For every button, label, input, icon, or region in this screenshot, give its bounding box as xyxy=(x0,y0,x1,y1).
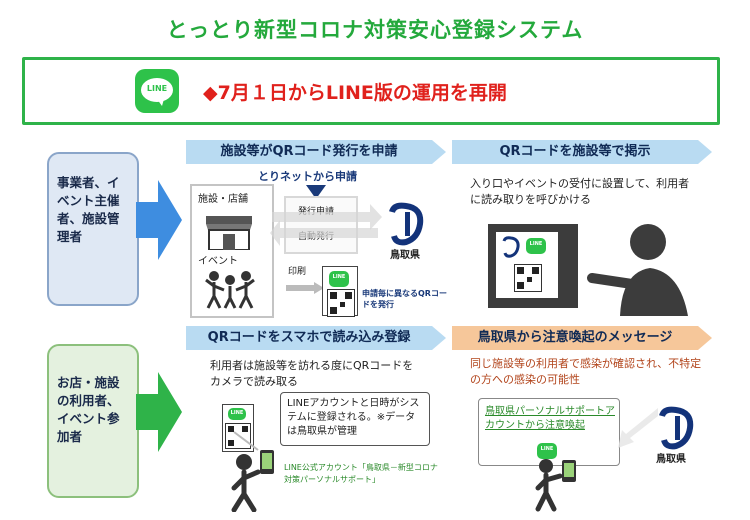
line-logo-text: LINE xyxy=(146,84,168,93)
role-box-user: お店・施設の利用者、イベント参加者 xyxy=(47,344,139,498)
tottori-net-label: とりネットから申請 xyxy=(258,170,357,183)
step1-header-arrow xyxy=(432,140,446,164)
store-icon xyxy=(206,216,252,250)
stand-board: LINE xyxy=(488,224,578,308)
user-with-phone-icon xyxy=(231,431,274,512)
role-box-business: 事業者、イベント主催者、施設管理者 xyxy=(47,152,139,306)
role-user-label: お店・施設の利用者、イベント参加者 xyxy=(57,375,120,444)
facility-label: 施設・店舗 xyxy=(198,194,248,205)
user-receiving-alert-icon xyxy=(535,459,576,512)
qr-code-icon xyxy=(327,289,355,317)
alert-bubble: 鳥取県パーソナルサポートアカウントから注意喚起 LINE xyxy=(478,398,620,466)
stand-pref-logo-icon xyxy=(502,236,520,258)
registration-bubble: LINEアカウントと日時がシステムに登録される。※データは鳥取県が管理 xyxy=(280,392,430,446)
step2-header-arrow xyxy=(698,140,712,164)
registration-bubble-text: LINEアカウントと日時がシステムに登録される。※データは鳥取県が管理 xyxy=(287,398,420,437)
flow-arrows-icon xyxy=(270,204,382,246)
print-label: 印刷 xyxy=(288,267,307,277)
event-people-icon xyxy=(205,271,255,309)
announcement-text: ◆7月１日からLINE版の運用を再開 xyxy=(203,82,507,104)
event-label: イベント xyxy=(198,256,238,267)
qr-note: 申請毎に異なるQRコードを発行 xyxy=(362,289,447,309)
step3-description: 利用者は施設等を訪れる度にQRコードをカメラで読み取る xyxy=(210,359,414,388)
step3-header: QRコードをスマホで読み込み登録 xyxy=(186,326,432,350)
step4-header: 鳥取県から注意喚起のメッセージ xyxy=(452,326,698,350)
mini-line-icon: LINE xyxy=(329,271,349,287)
down-arrow-icon xyxy=(306,185,326,199)
step3-header-arrow xyxy=(432,326,446,350)
step4-header-arrow xyxy=(698,326,712,350)
alert-bubble-text: 鳥取県パーソナルサポートアカウントから注意喚起 xyxy=(485,406,615,431)
arrow-right-blue-icon xyxy=(136,180,182,260)
page-title: とっとり新型コロナ対策安心登録システム xyxy=(166,18,584,42)
step2-description: 入り口やイベントの受付に設置して、利用者に読み取りを呼びかける xyxy=(470,177,690,206)
step2-header: QRコードを施設等で掲示 xyxy=(452,140,698,164)
print-arrow-icon xyxy=(286,282,324,294)
alert-line-icon: LINE xyxy=(537,443,557,459)
tottori-pref-logo-icon xyxy=(389,202,424,246)
announcement-banner: LINE ◆7月１日からLINE版の運用を再開 xyxy=(22,57,720,125)
stand-qr-icon xyxy=(514,264,542,292)
tottori-pref-logo-s4-icon xyxy=(659,406,694,450)
printed-qr-sheet: LINE xyxy=(322,266,358,317)
pref-label-s1: 鳥取県 xyxy=(390,250,420,261)
alert-arrow-icon xyxy=(618,408,658,448)
step4-description: 同じ施設等の利用者で感染が確認され、不特定の方への感染の可能性 xyxy=(470,357,702,386)
staff-person-icon xyxy=(587,224,688,316)
stand-line-icon: LINE xyxy=(526,238,546,254)
arrow-right-green-icon xyxy=(136,372,182,452)
line-bubble-icon xyxy=(141,78,173,102)
role-business-label: 事業者、イベント主催者、施設管理者 xyxy=(57,175,120,244)
line-account-note: LINE公式アカウント「鳥取県－新型コロナ対策パーソナルサポート」 xyxy=(284,463,438,484)
facility-panel: 施設・店舗 イベント xyxy=(190,184,274,318)
line-logo: LINE xyxy=(135,69,179,113)
pref-label-s4: 鳥取県 xyxy=(656,454,686,465)
step1-header: 施設等がQRコード発行を申請 xyxy=(186,140,432,164)
stand-sign: LINE xyxy=(496,232,558,298)
poster-line-icon: LINE xyxy=(228,408,246,420)
line-bubble-tail xyxy=(157,99,164,106)
